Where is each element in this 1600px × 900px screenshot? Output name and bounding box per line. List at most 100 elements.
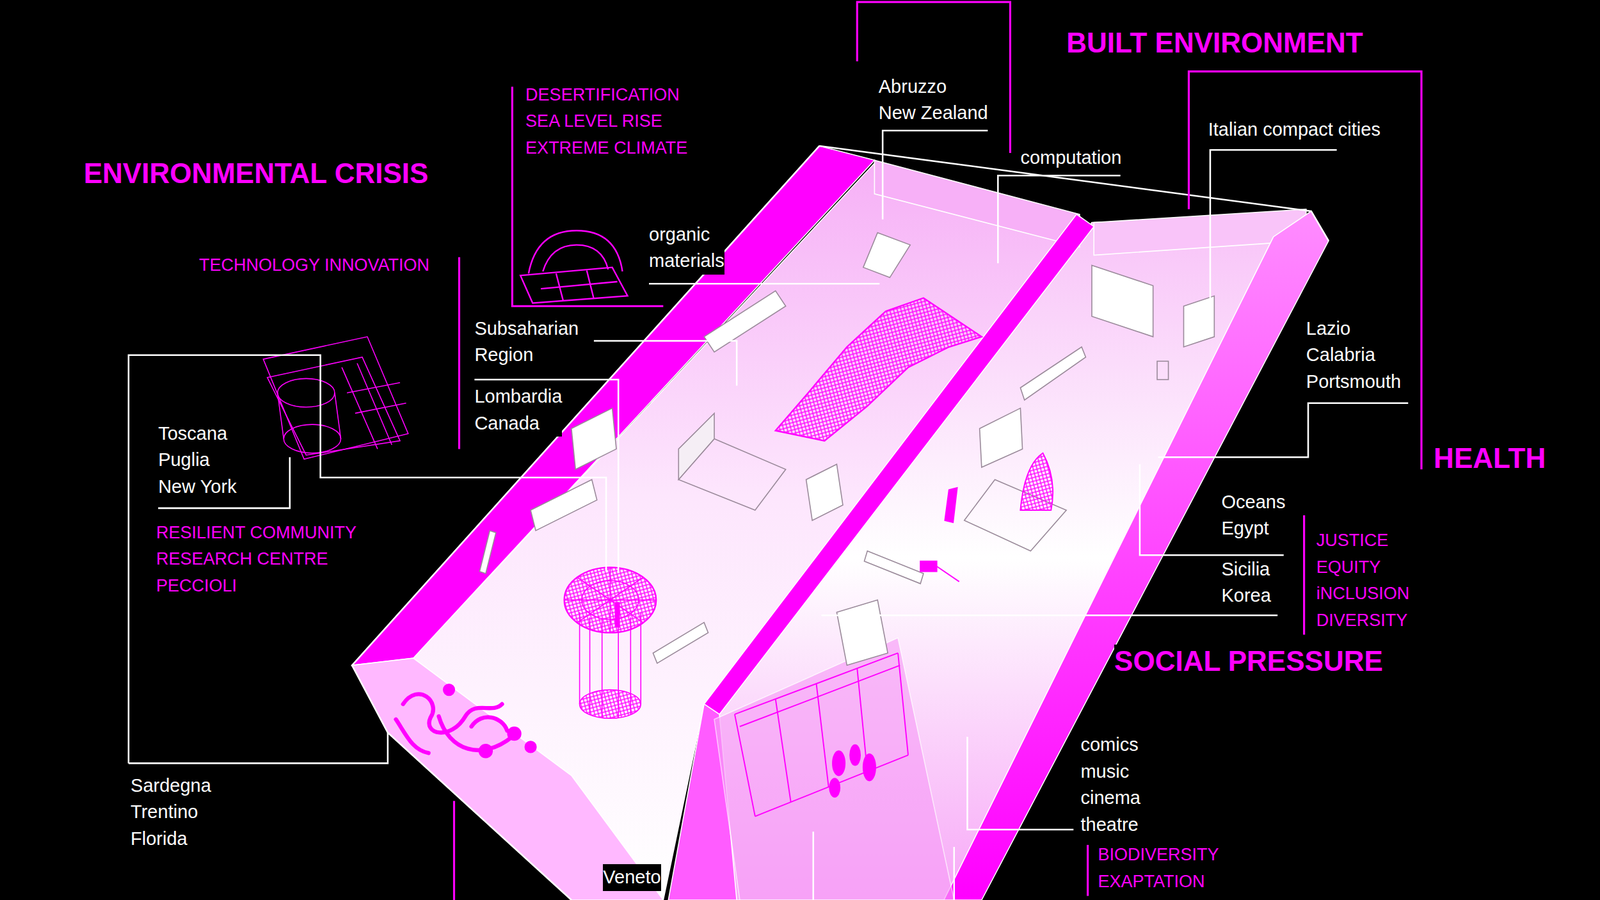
text-line: Sicilia: [1221, 556, 1271, 584]
leader-lines: [128, 732, 388, 764]
leader-lines: [648, 282, 880, 285]
sculpture-objects: [829, 778, 840, 797]
text-line: New Zealand: [878, 99, 989, 127]
text-line: HEALTH: [1433, 441, 1546, 475]
theme-label: JUSTICE EQUITY iNCLUSION DIVERSITY: [1316, 527, 1410, 634]
text-line: Region: [474, 341, 579, 369]
theme-brackets: [1188, 71, 1422, 470]
sculpture-objects: [849, 744, 861, 766]
theme-brackets: [856, 1, 1010, 153]
partition-walls: [704, 290, 786, 352]
research-centre-icon: [355, 403, 407, 414]
place-label: computation: [1020, 144, 1122, 172]
text-line: ENVIRONMENTAL CRISIS: [83, 156, 429, 191]
research-centre-icon: [334, 392, 342, 440]
circular-pavilion: [577, 577, 643, 623]
leader-lines: [882, 130, 988, 220]
place-label: Lombardia Canada: [474, 383, 562, 437]
place-label: comics music cinema theatre: [1080, 731, 1141, 838]
theme-brackets: [453, 800, 456, 900]
leader-lines: [1158, 403, 1409, 457]
leader-lines: [967, 736, 1074, 830]
category-heading: SOCIAL PRESSURE: [1114, 644, 1384, 678]
circular-pavilion: [630, 616, 632, 714]
circular-pavilion: [617, 619, 619, 718]
text-line: DESERTIFICATION: [525, 81, 688, 109]
circular-pavilion: [577, 577, 643, 623]
text-line: Oceans: [1221, 488, 1286, 516]
sculpture-objects: [944, 487, 957, 523]
text-line: Florida: [130, 825, 212, 853]
text-line: SEA LEVEL RISE: [525, 108, 688, 136]
mesh-canopy: [775, 297, 982, 441]
text-line: theatre: [1080, 811, 1141, 839]
text-line: TECHNOLOGY INNOVATION: [199, 252, 430, 280]
partition-walls: [864, 551, 923, 584]
building-shell: [714, 637, 955, 900]
leader-lines: [474, 379, 619, 572]
text-line: Trentino: [130, 798, 212, 826]
partition-walls: [678, 413, 715, 480]
circular-pavilion: [564, 567, 656, 633]
place-label: Toscana Puglia New York: [158, 420, 237, 501]
place-label: Lazio Calabria Portsmouth: [1306, 315, 1401, 396]
place-label: Oceans Egypt: [1221, 488, 1286, 543]
building-shell: [874, 160, 1080, 247]
dome-icon: [520, 230, 628, 303]
circular-pavilion: [579, 611, 581, 704]
text-line: RESEARCH CENTRE: [156, 545, 357, 573]
dome-icon: [556, 273, 564, 301]
circular-pavilion: [564, 567, 656, 719]
stage-truss: [734, 714, 756, 816]
partition-walls: [979, 408, 1023, 468]
category-heading: BUILT ENVIRONMENT: [1066, 26, 1364, 60]
text-line: EXTREME CLIMATE: [525, 135, 688, 162]
research-centre-icon: [357, 363, 392, 446]
text-line: SOCIAL PRESSURE: [1114, 644, 1384, 678]
leader-lines: [128, 355, 607, 764]
text-line: Korea: [1221, 582, 1271, 610]
vine-ornament: [444, 685, 454, 694]
building-shell: [704, 214, 1094, 715]
partition-walls: [806, 464, 843, 521]
partition-walls: [479, 232, 1215, 665]
partition-walls: [1157, 360, 1169, 380]
partition-walls: [571, 408, 617, 470]
place-label: Sardegna Trentino Florida: [130, 772, 212, 853]
theme-brackets: [458, 257, 461, 450]
leader-lines: [812, 831, 815, 900]
dome-icon: [520, 267, 628, 304]
text-line: Veneto: [602, 864, 661, 891]
theme-label: RESILIENT COMMUNITY RESEARCH CENTRE PECC…: [156, 519, 357, 600]
stage-truss: [775, 698, 792, 802]
text-line: Abruzzo: [878, 73, 989, 101]
stage-truss: [755, 755, 909, 817]
sculpture-objects: [832, 750, 845, 776]
partition-walls: [863, 232, 911, 278]
text-line: Portsmouth: [1306, 368, 1401, 396]
vine-ornament: [471, 716, 508, 731]
text-line: JUSTICE: [1316, 527, 1410, 555]
leader-lines: [997, 175, 1120, 264]
research-centre-icon: [277, 392, 285, 440]
text-line: BUILT ENVIRONMENT: [1066, 26, 1364, 60]
dome-icon: [540, 281, 618, 289]
circular-pavilion: [640, 611, 642, 704]
building-shell: [352, 145, 1329, 900]
text-line: comics: [1080, 731, 1141, 759]
partition-walls: [1091, 264, 1154, 337]
theme-label: DESERTIFICATION SEA LEVEL RISE EXTREME C…: [525, 81, 688, 162]
theme-brackets: [1086, 844, 1089, 896]
circular-pavilion: [615, 602, 621, 628]
circular-pavilion: [579, 689, 642, 719]
text-line: Toscana: [158, 420, 237, 448]
vine-ornament: [403, 693, 503, 733]
research-centre-icon: [283, 424, 341, 454]
place-label: organic materials: [648, 221, 725, 275]
text-line: materials: [648, 247, 725, 275]
text-line: iNCLUSION: [1316, 580, 1410, 608]
text-line: EXAPTATION: [1098, 868, 1220, 896]
partition-walls: [652, 622, 708, 664]
leader-lines: [128, 130, 1408, 900]
